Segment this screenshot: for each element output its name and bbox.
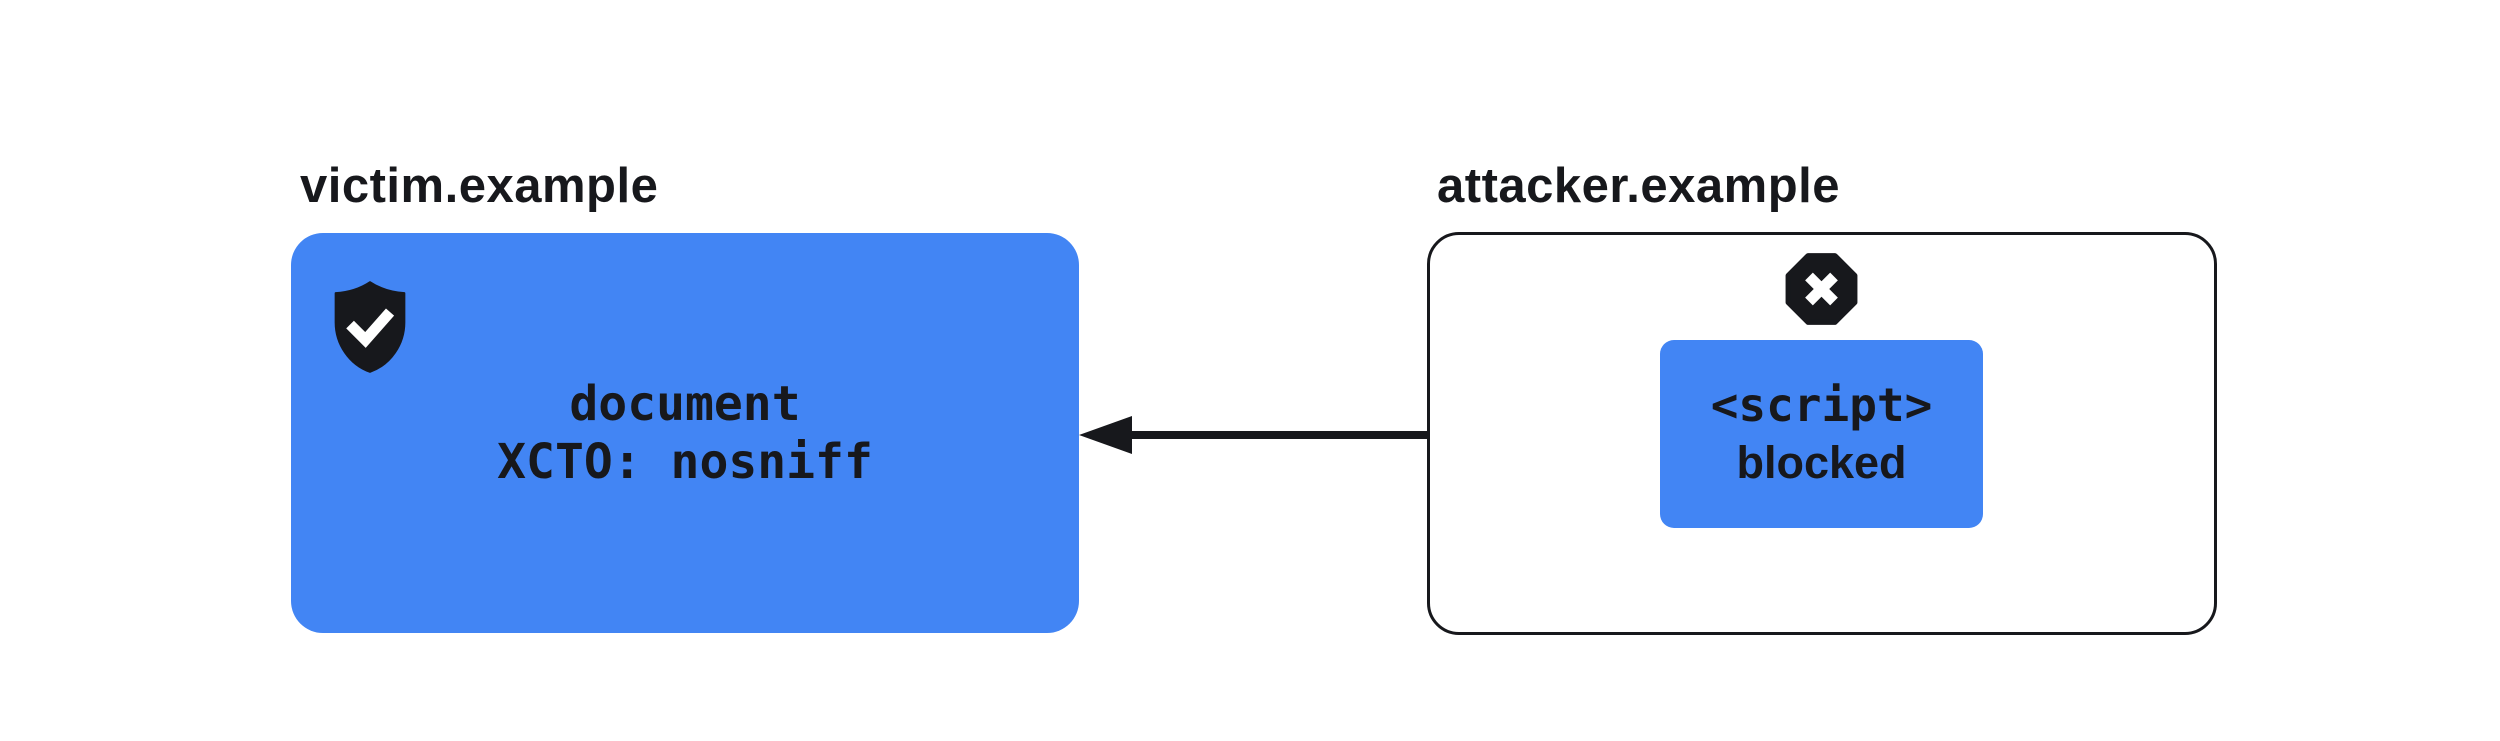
victim-domain-label: victim.example (300, 159, 659, 213)
arrow-shaft (1130, 431, 1660, 439)
script-box-line1: <script> (1710, 378, 1933, 432)
script-box-line2: blocked (1736, 437, 1907, 488)
victim-box-line2: XCTO: nosniff (497, 434, 873, 490)
victim-box-line1: document (569, 376, 801, 432)
blocked-script-box: <script> blocked (1660, 340, 1983, 528)
victim-document-box: document XCTO: nosniff (291, 233, 1079, 633)
block-x-icon (1783, 250, 1860, 328)
arrow-head-icon (1079, 416, 1132, 454)
shield-check-icon (328, 279, 412, 375)
attacker-domain-label: attacker.example (1437, 159, 1840, 213)
